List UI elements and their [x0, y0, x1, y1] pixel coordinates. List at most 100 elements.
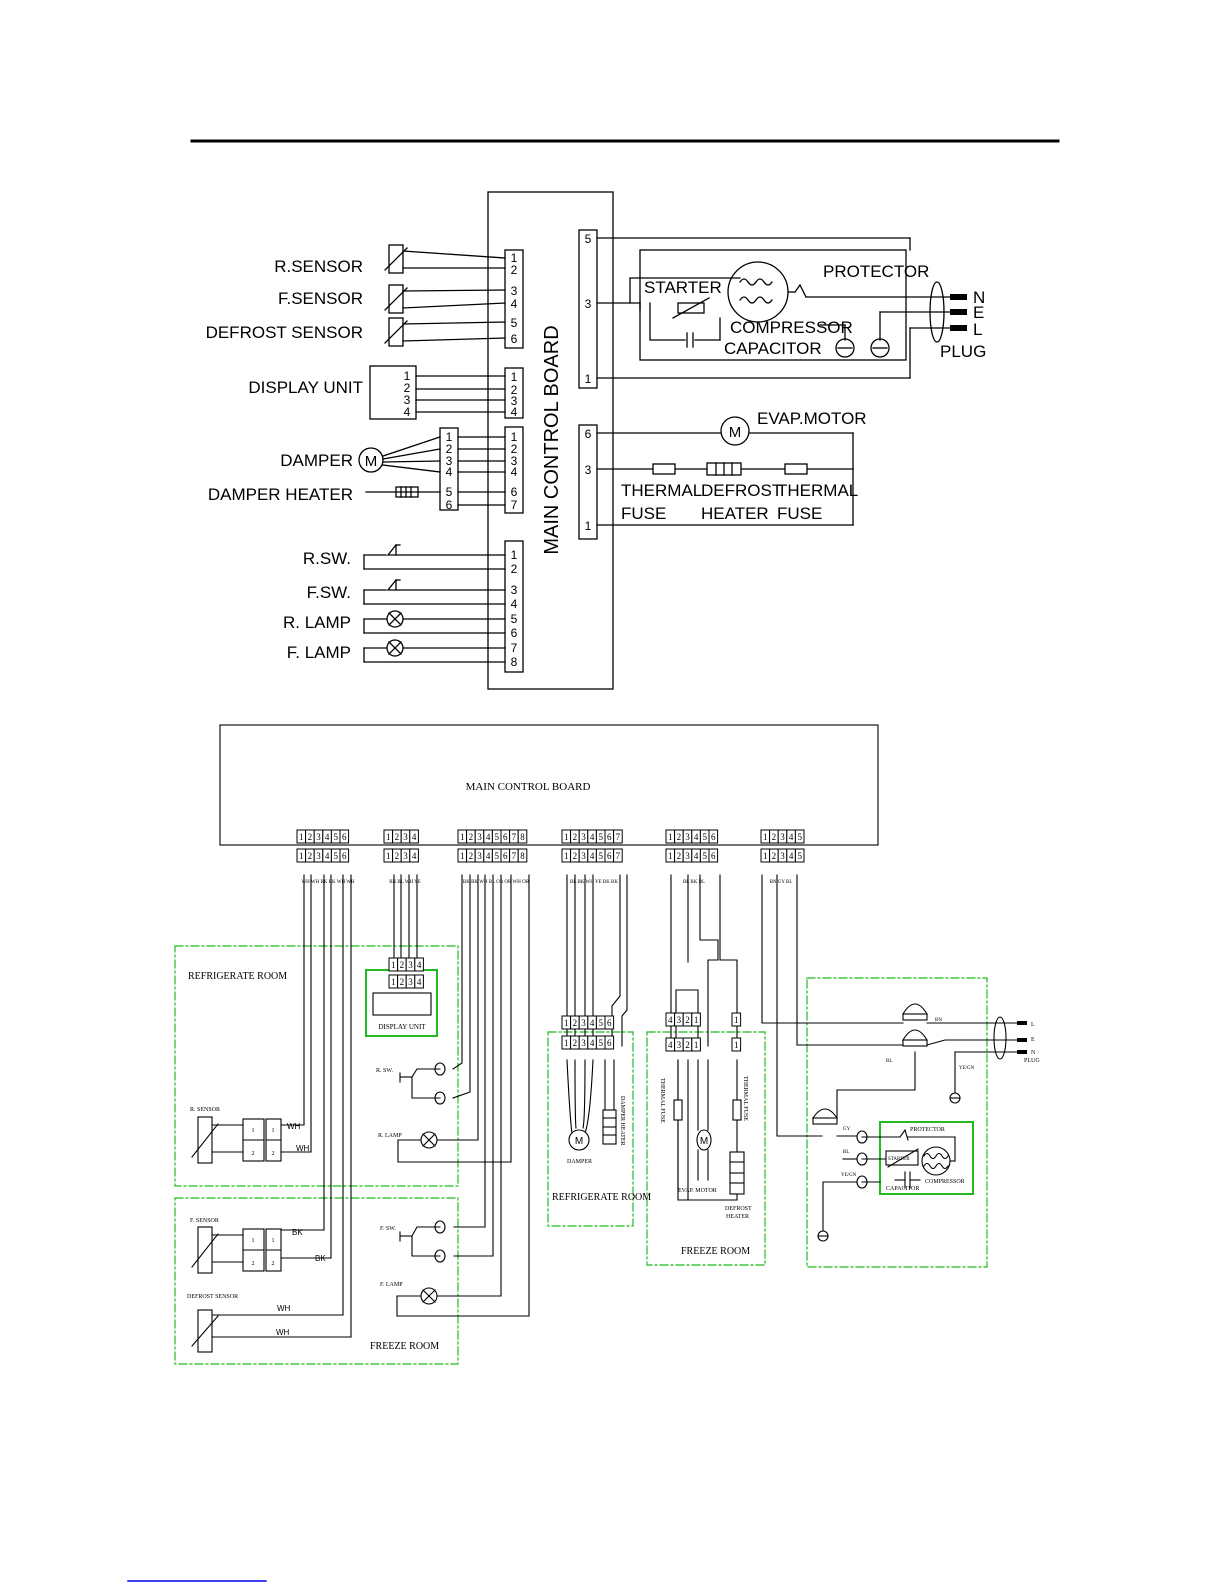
board-connector-c2-bottom-cell — [409, 848, 419, 863]
sensor-pin-f-1: 1 — [272, 1238, 275, 1244]
upper-main-board — [487, 191, 614, 690]
label-l: L — [973, 320, 982, 339]
pin-power-1: 1 — [585, 372, 592, 386]
board-connector-c6-bottom-pin: 2 — [772, 851, 777, 861]
label-display-unit: DISPLAY UNIT — [248, 378, 363, 397]
pin-disp-unit-4: 4 — [404, 405, 411, 419]
label-r-sensor-lower: R. SENSOR — [190, 1107, 220, 1113]
wire-codes-c6: BN GY BL — [770, 880, 793, 885]
board-connector-c2-bottom-pin: 4 — [412, 851, 417, 861]
label-f-lamp-lower: F. LAMP — [380, 1282, 403, 1288]
pin-damper-conn-1: 1 — [446, 430, 453, 444]
board-connector-c5-top-pin: 4 — [694, 832, 699, 842]
upper-labels: MAIN CONTROL BOARD R.SENSOR F.SENSOR DEF… — [206, 257, 987, 662]
label-protector-lower: PROTECTOR — [910, 1127, 945, 1133]
freeze-connector-top-pin: 1 — [694, 1015, 699, 1025]
board-connector-c6-top-pin: 5 — [797, 832, 802, 842]
label-compressor-lower: COMPRESSOR — [925, 1179, 965, 1185]
board-connector-c5-bottom-pin: 6 — [711, 851, 716, 861]
board-connector-c5-bottom-cell — [708, 848, 719, 863]
region-freeze-room-right — [646, 1031, 766, 1266]
compressor-box — [879, 1121, 974, 1195]
board-connector-c4-bottom-pin: 7 — [616, 851, 621, 861]
label-thermal-fuse-2-lower: THERMAL FUSE — [742, 1076, 748, 1121]
upper-display-connector — [504, 367, 524, 419]
label-heater: HEATER — [701, 504, 769, 523]
freeze-connector-top-pin: 4 — [668, 1015, 673, 1025]
board-connector-c1-top-pin: 3 — [316, 832, 321, 842]
board-connector-c1-bottom-pin: 5 — [333, 851, 338, 861]
wire-label-f-bk-1: BK — [292, 1228, 303, 1237]
label-plug-lower: PLUG — [1024, 1058, 1040, 1064]
wire-codes-c2: BN BL WH YE — [389, 880, 421, 885]
display-connector-bottom-cell — [414, 974, 424, 989]
sensor-pin-r-1: 1 — [272, 1128, 275, 1134]
board-connector-c4-top-pin: 7 — [616, 832, 621, 842]
label-f-lamp: F. LAMP — [287, 643, 351, 662]
damper-connector-bottom-pin: 4 — [590, 1038, 595, 1048]
pin-damper-board-1: 1 — [511, 430, 518, 444]
upper-schematic — [358, 191, 967, 690]
board-connector-c3-bottom-pin: 5 — [494, 851, 499, 861]
upper-damper-connector — [504, 426, 524, 514]
upper-f-sensor-symbol — [384, 284, 506, 314]
region-freeze-room — [174, 1197, 459, 1365]
display-connector-bottom-pin: 4 — [417, 977, 422, 987]
pin-switch-8: 8 — [511, 655, 518, 669]
freeze-connector-bottom-pin: 2 — [685, 1040, 690, 1050]
upper-defrost-sensor-symbol — [384, 317, 506, 347]
label-defrost-sensor: DEFROST SENSOR — [206, 323, 363, 342]
board-connector-c1-top-cell — [339, 829, 350, 844]
damper-connector-top-pin: 6 — [607, 1018, 612, 1028]
sensor-pin-f-1b: 1 — [252, 1238, 255, 1244]
freeze-single-connector-bottom-cell — [731, 1037, 742, 1052]
board-connector-c4-top-pin: 1 — [564, 832, 569, 842]
upper-switch-connector — [504, 540, 524, 673]
wire-codes-c3: BK BK WH BL OR OR WH OR — [463, 880, 530, 885]
lower-plug-pins — [1017, 1021, 1027, 1054]
board-connector-c3-bottom-pin: 6 — [503, 851, 508, 861]
motor-symbol-evap-lower: M — [700, 1136, 708, 1147]
freeze-connector-bottom-pin: 1 — [694, 1040, 699, 1050]
label-damper: DAMPER — [280, 451, 353, 470]
upper-evap-circuit — [596, 416, 854, 526]
label-starter: STARTER — [644, 278, 722, 297]
display-unit-screen — [372, 992, 432, 1016]
damper-connector-bottom-pin: 5 — [598, 1038, 603, 1048]
label-plug: PLUG — [940, 342, 986, 361]
pin-sensor-5: 5 — [511, 316, 518, 330]
board-connector-c2-top-pin: 3 — [403, 832, 408, 842]
board-connector-c3-bottom-pin: 4 — [486, 851, 491, 861]
board-connector-c4-top-pin: 6 — [607, 832, 612, 842]
label-l-lower: L — [1031, 1022, 1035, 1028]
pin-switch-4: 4 — [511, 597, 518, 611]
board-connector-c3-top-pin: 4 — [486, 832, 491, 842]
display-connector-bottom-pin: 2 — [400, 977, 405, 987]
upper-r-sensor-symbol — [384, 244, 506, 274]
board-connector-c1-bottom-pin: 4 — [325, 851, 330, 861]
pin-switch-3: 3 — [511, 583, 518, 597]
label-compressor: COMPRESSOR — [730, 318, 853, 337]
board-connector-c5-bottom-pin: 3 — [685, 851, 690, 861]
label-capacitor-lower: CAPACITOR — [886, 1186, 919, 1192]
board-connector-c4-bottom-pin: 2 — [573, 851, 578, 861]
damper-connector-top-pin: 3 — [581, 1018, 586, 1028]
pin-switch-2: 2 — [511, 562, 518, 576]
board-connector-c1-top-pin: 1 — [299, 832, 304, 842]
sensor-pin-f-2b: 2 — [252, 1261, 255, 1267]
wire-codes-c4: BL BK WH YE BK BK — [570, 880, 618, 885]
board-connector-c2-bottom-pin: 3 — [403, 851, 408, 861]
board-connector-c6-bottom-pin: 4 — [789, 851, 794, 861]
pin-sensor-1: 1 — [511, 251, 518, 265]
label-f-sw-lower: F. SW. — [380, 1226, 396, 1232]
upper-power-connector — [578, 229, 598, 389]
wire-codes-c5: BL BK BL — [683, 880, 705, 885]
wire-label-r-wh-1: WH — [287, 1122, 301, 1131]
